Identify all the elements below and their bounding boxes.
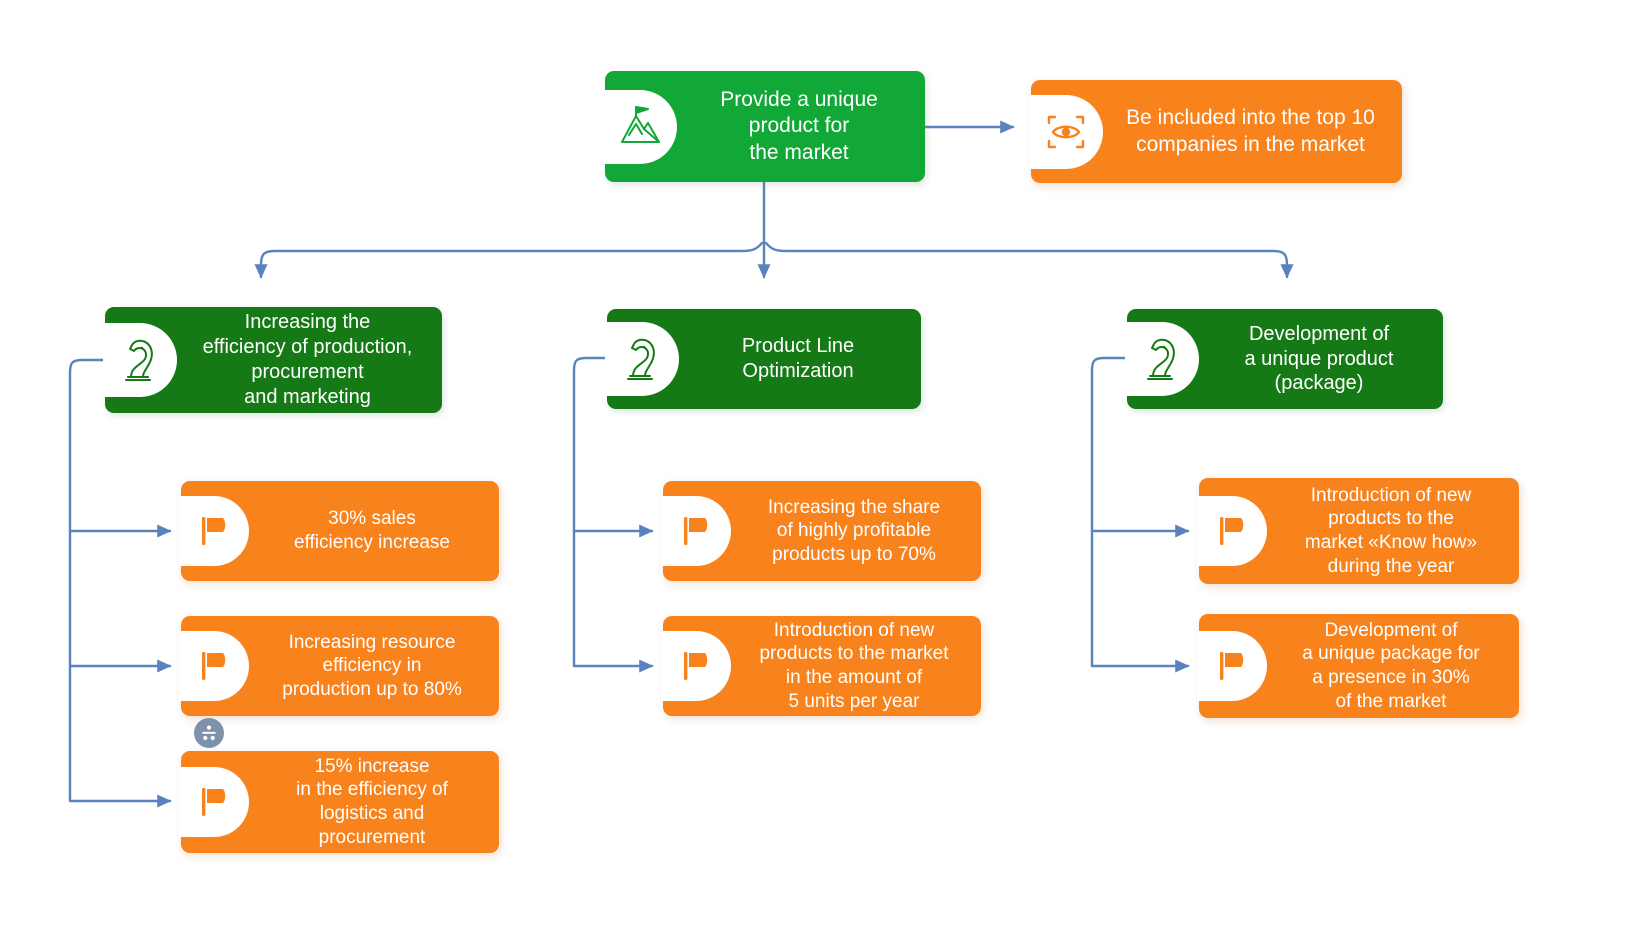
chess-knight-icon-badge xyxy=(605,322,679,396)
flag-icon-badge xyxy=(661,631,731,701)
node-root-label: Provide a unique product for the market xyxy=(720,88,878,164)
node-goal-production[interactable]: Increasing the efficiency of production,… xyxy=(103,307,442,413)
node-goal-production-label: Increasing the efficiency of production,… xyxy=(202,311,413,408)
flag-icon xyxy=(193,510,235,552)
node-vision[interactable]: Be included into the top 10 companies in… xyxy=(1029,80,1402,183)
chess-knight-icon xyxy=(1139,334,1185,384)
connector-branch3-spine xyxy=(1090,356,1132,668)
node-kpi-resource-efficiency[interactable]: Increasing resource efficiency in produc… xyxy=(179,616,499,716)
collapse-nodes-glyph xyxy=(202,725,216,741)
flag-icon xyxy=(675,510,717,552)
flag-icon xyxy=(1211,645,1253,687)
node-root[interactable]: Provide a unique product for the market xyxy=(603,71,925,182)
chess-knight-icon xyxy=(619,334,665,384)
node-kpi-profitable-share[interactable]: Increasing the share of highly profitabl… xyxy=(661,481,981,581)
node-kpi-sales-efficiency-label: 30% sales efficiency increase xyxy=(294,508,450,553)
flag-icon-badge xyxy=(179,767,249,837)
node-goal-unique-product-label: Development of a unique product (package… xyxy=(1244,322,1394,395)
connector-bus-right xyxy=(764,241,1294,279)
node-goal-product-line[interactable]: Product Line Optimization xyxy=(605,309,921,409)
flag-icon xyxy=(193,645,235,687)
flag-icon xyxy=(1211,510,1253,552)
flag-icon-badge xyxy=(179,631,249,701)
eye-focus-icon xyxy=(1042,108,1090,156)
flag-icon-badge xyxy=(1197,496,1267,566)
node-kpi-unique-package[interactable]: Development of a unique package for a pr… xyxy=(1197,614,1519,718)
node-kpi-logistics-efficiency[interactable]: 15% increase in the efficiency of logist… xyxy=(179,751,499,853)
chess-knight-icon-badge xyxy=(103,323,177,397)
node-kpi-new-products-units-label: Introduction of new products to the mark… xyxy=(759,619,949,712)
flag-icon xyxy=(675,645,717,687)
node-kpi-logistics-efficiency-label: 15% increase in the efficiency of logist… xyxy=(296,755,448,848)
mountain-flag-icon xyxy=(614,102,666,152)
eye-focus-icon-badge xyxy=(1029,94,1103,169)
collapse-nodes-icon[interactable] xyxy=(194,718,224,748)
chess-knight-icon xyxy=(117,335,163,385)
node-goal-product-line-label: Product Line Optimization xyxy=(741,335,855,382)
flag-icon-badge xyxy=(1197,631,1267,701)
chess-knight-icon-badge xyxy=(1125,322,1199,396)
connector-branch1-spine xyxy=(68,358,110,802)
node-vision-label: Be included into the top 10 companies in… xyxy=(1126,106,1375,156)
node-kpi-profitable-share-label: Increasing the share of highly profitabl… xyxy=(767,496,941,565)
flag-icon-badge xyxy=(179,496,249,566)
node-kpi-know-how[interactable]: Introduction of new products to the mark… xyxy=(1197,478,1519,584)
connector-branch2-spine xyxy=(572,356,612,668)
connector-bus-left xyxy=(254,241,764,279)
node-kpi-resource-efficiency-label: Increasing resource efficiency in produc… xyxy=(282,631,462,700)
flag-icon-badge xyxy=(661,496,731,566)
flag-icon xyxy=(193,781,235,823)
node-kpi-sales-efficiency[interactable]: 30% sales efficiency increase xyxy=(179,481,499,581)
node-goal-unique-product[interactable]: Development of a unique product (package… xyxy=(1125,309,1443,409)
node-kpi-new-products-units[interactable]: Introduction of new products to the mark… xyxy=(661,616,981,716)
node-kpi-know-how-label: Introduction of new products to the mark… xyxy=(1304,484,1478,577)
node-kpi-unique-package-label: Development of a unique package for a pr… xyxy=(1302,619,1480,712)
mountain-flag-icon-badge xyxy=(603,89,677,164)
